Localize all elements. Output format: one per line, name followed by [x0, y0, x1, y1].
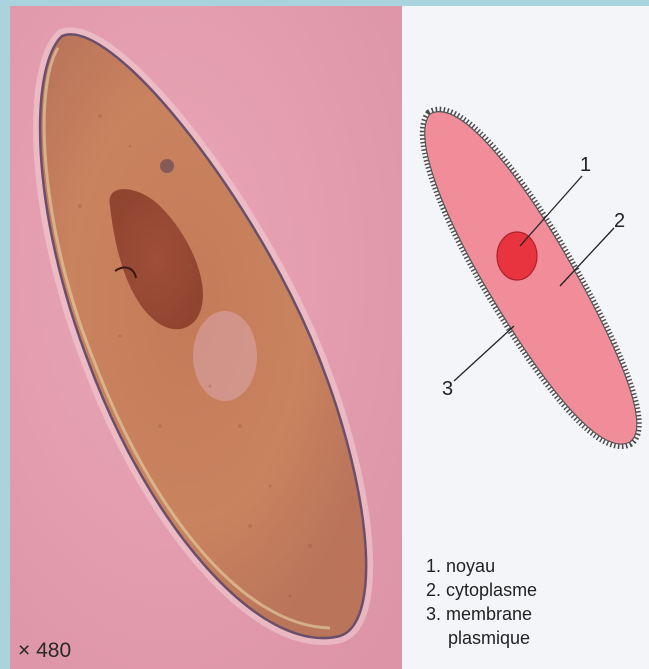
dark-granule — [160, 159, 174, 173]
legend-number-3: 3. — [426, 604, 441, 624]
legend-label-membrane: membrane — [446, 604, 532, 624]
legend-item-3: 3. membrane — [426, 602, 537, 626]
micrograph-panel: × 480 — [10, 6, 402, 669]
legend-item-3-continuation: plasmique — [426, 626, 537, 650]
legend-label-noyau: noyau — [446, 556, 495, 576]
legend-item-2: 2. cytoplasme — [426, 578, 537, 602]
diagram-panel: 1 2 3 1. noyau 2. cytoplasme 3. membrane… — [402, 6, 649, 669]
diagram-cell-body — [425, 112, 637, 444]
leader-line-3 — [454, 326, 514, 381]
legend-number-1: 1. — [426, 556, 441, 576]
legend: 1. noyau 2. cytoplasme 3. membrane plasm… — [426, 554, 537, 650]
diagram-nucleus — [497, 232, 537, 280]
callout-3: 3 — [442, 378, 453, 401]
legend-item-1: 1. noyau — [426, 554, 537, 578]
legend-label-cytoplasme: cytoplasme — [446, 580, 537, 600]
magnification-label: × 480 — [18, 639, 71, 663]
vacuole-region — [193, 311, 257, 401]
paramecium-micrograph — [10, 6, 402, 669]
legend-number-2: 2. — [426, 580, 441, 600]
callout-2: 2 — [614, 210, 625, 233]
callout-1: 1 — [580, 154, 591, 177]
